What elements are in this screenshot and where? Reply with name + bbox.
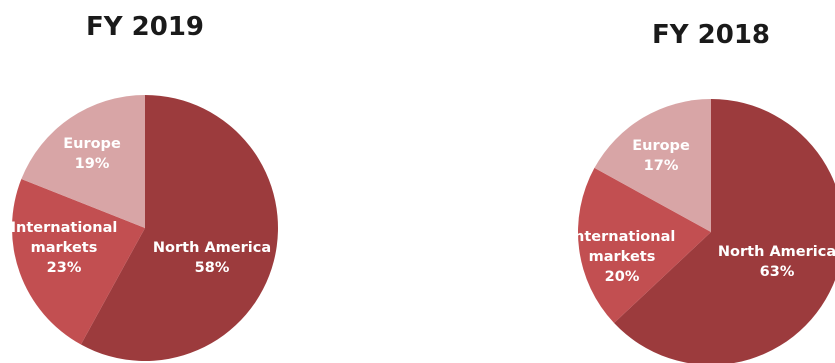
pie-slice-europe	[21, 95, 146, 228]
pie-slice-international-markets	[578, 167, 711, 324]
pie-title-fy2019: FY 2019	[85, 12, 205, 42]
pie-slice-north-america	[80, 95, 279, 361]
pie-slice-international-markets	[12, 179, 145, 345]
pie-title-fy2018: FY 2018	[651, 20, 771, 50]
pie-slice-europe	[594, 99, 711, 232]
pie-slice-north-america	[614, 99, 835, 363]
